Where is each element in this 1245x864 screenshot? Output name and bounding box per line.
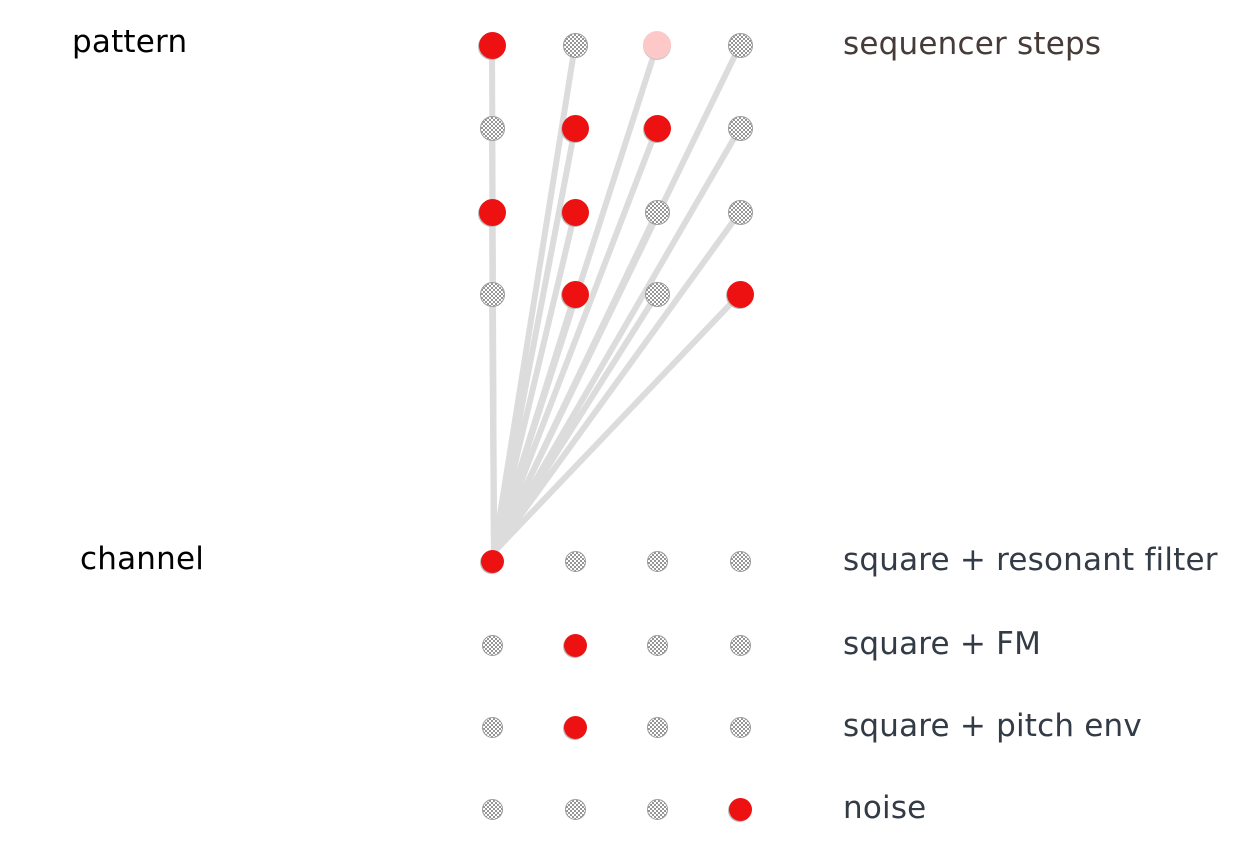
channel-dot-r3-c1	[564, 798, 586, 820]
sequencer-steps-label: sequencer steps	[843, 26, 1102, 63]
pattern-dot-r3-c3	[726, 280, 754, 308]
channel-dot-r2-c2	[646, 716, 668, 738]
channel-dot-r1-c1	[563, 633, 587, 657]
channel-label: channel	[80, 541, 205, 578]
pattern-dot-r2-c2	[644, 199, 670, 225]
pattern-dot-r1-c2	[643, 114, 671, 142]
channel-dot-r3-c0	[481, 798, 503, 820]
pattern-dot-r1-c3	[727, 115, 753, 141]
channel-dot-r3-c2	[646, 798, 668, 820]
pattern-dot-r3-c1	[561, 280, 589, 308]
pattern-dot-r3-c0	[479, 281, 505, 307]
edge-r3-c3	[491, 291, 743, 555]
edge-r2-c1	[491, 209, 578, 555]
channel-dot-r2-c3	[729, 716, 751, 738]
pattern-dot-r0-c0	[478, 31, 506, 59]
pattern-dot-r1-c1	[561, 114, 589, 142]
channel-row-label-resonant-filter: square + resonant filter	[843, 542, 1218, 579]
channel-dot-r1-c0	[481, 634, 503, 656]
edge-r1-c2	[491, 125, 660, 555]
channel-dot-r0-c1	[564, 550, 586, 572]
edge-r1-c3	[491, 125, 743, 555]
channel-dot-r1-c2	[646, 634, 668, 656]
pattern-dot-r1-c0	[479, 115, 505, 141]
edge-r3-c0	[489, 291, 497, 555]
edge-r2-c3	[491, 209, 743, 555]
pattern-dot-r0-c2	[643, 31, 671, 59]
pattern-dot-r2-c0	[478, 198, 506, 226]
channel-row-label-fm: square + FM	[843, 626, 1042, 663]
pattern-label: pattern	[72, 24, 188, 61]
channel-row-label-pitch-env: square + pitch env	[843, 708, 1142, 745]
channel-dot-r0-c2	[646, 550, 668, 572]
edge-r2-c2	[491, 209, 660, 555]
edge-r3-c1	[491, 291, 578, 555]
channel-dot-r2-c0	[481, 716, 503, 738]
channel-row-label-noise: noise	[843, 790, 927, 827]
pattern-dot-r0-c1	[562, 32, 588, 58]
channel-dot-r0-c3	[729, 550, 751, 572]
pattern-dot-r0-c3	[727, 32, 753, 58]
edge-r1-c1	[491, 125, 578, 555]
pattern-dot-r2-c1	[561, 198, 589, 226]
edge-r3-c2	[491, 291, 660, 555]
pattern-dot-r3-c2	[644, 281, 670, 307]
channel-dot-r3-c3	[728, 797, 752, 821]
channel-dot-r0-c0	[480, 549, 504, 573]
pattern-dot-r2-c3	[727, 199, 753, 225]
channel-dot-r1-c3	[729, 634, 751, 656]
channel-dot-r2-c1	[563, 715, 587, 739]
